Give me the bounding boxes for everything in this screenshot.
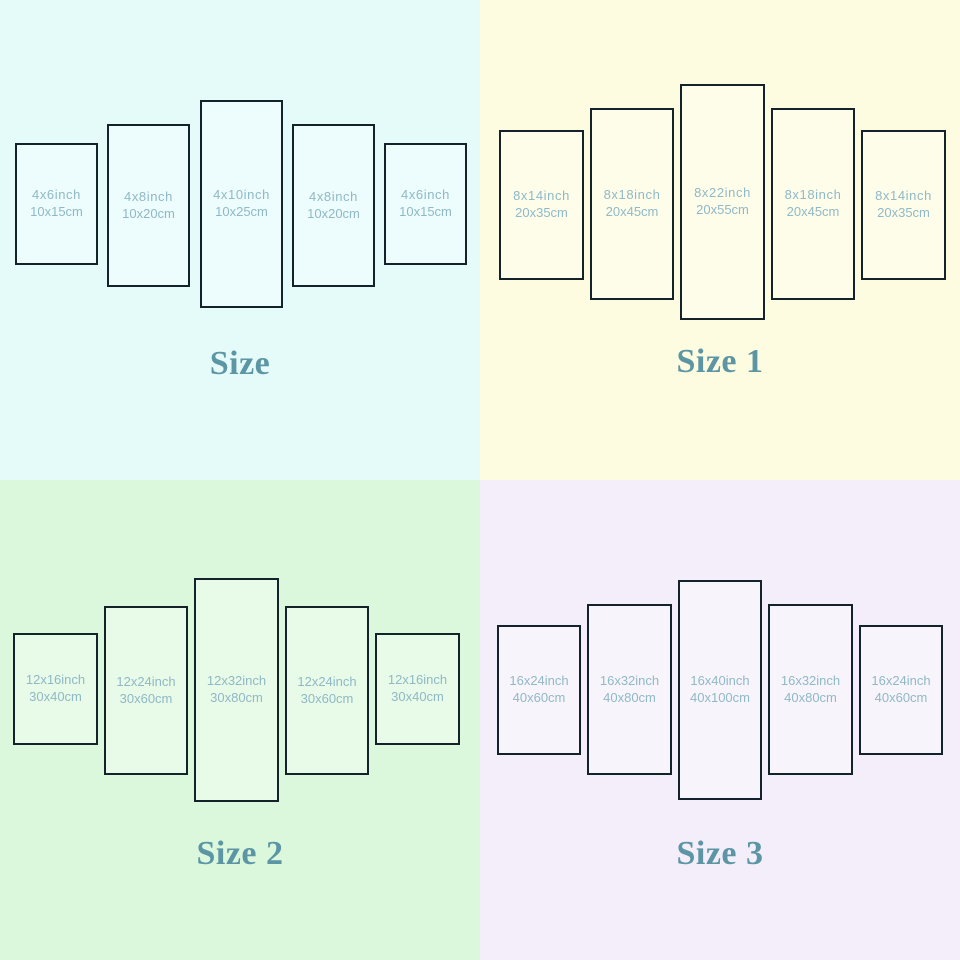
panel-size-cm: 10x25cm [215, 204, 268, 219]
panel-size-cm: 30x60cm [119, 690, 173, 706]
panel-size-cm: 30x60cm [300, 690, 354, 706]
panel-size-cm: 40x60cm [512, 690, 566, 705]
panel-size-cm: 20x45cm [786, 204, 840, 219]
panel-size-inch: 4x6inch [400, 187, 450, 203]
panel-size-inch: 12x24inch [297, 673, 357, 689]
panel-size-inch: 12x24inch [116, 673, 176, 689]
panel-size-cm: 10x15cm [30, 204, 83, 219]
panel-size-inch: 16x32inch [780, 672, 841, 688]
panel-size-cm: 30x40cm [391, 689, 444, 704]
panel-size-cm: 20x45cm [605, 204, 659, 219]
panel-size-cm: 20x35cm [515, 205, 568, 220]
panel-size-cm: 40x60cm [874, 690, 928, 705]
panel-size-inch: 8x22inch [694, 185, 751, 201]
panel-size-inch: 16x32inch [599, 672, 660, 688]
quadrant-title-size3: Size 3 [676, 835, 764, 872]
panel-size-cm: 30x40cm [29, 689, 82, 704]
panel-size-inch: 8x18inch [784, 187, 842, 203]
panel-size-inch: 12x32inch [206, 673, 267, 689]
panel-size-inch: 16x24inch [509, 673, 569, 689]
panel-size-cm: 10x20cm [122, 205, 175, 221]
panel-size-inch: 4x6inch [31, 187, 81, 203]
panel-size-cm: 20x55cm [696, 202, 749, 217]
panel-size-inch: 8x14inch [513, 188, 570, 204]
panel-size-cm: 10x15cm [399, 204, 452, 219]
quadrant-title-size1: Size 1 [676, 343, 764, 380]
panel-size-cm: 40x80cm [603, 689, 656, 705]
panel-size-cm: 20x35cm [877, 205, 930, 220]
panel-size-inch: 8x14inch [875, 188, 932, 204]
panel-size-inch: 12x16inch [387, 672, 448, 688]
panel-size-inch: 4x8inch [308, 188, 358, 204]
panel-size-inch: 16x40inch [690, 673, 750, 689]
panel-size-cm: 40x80cm [784, 689, 837, 705]
panel-size-inch: 12x16inch [25, 672, 86, 688]
panel-size-cm: 40x100cm [690, 690, 750, 705]
panel-size-cm: 10x20cm [307, 205, 360, 221]
quadrant-title-size2: Size 2 [196, 835, 284, 872]
quadrant-title-size: Size [209, 345, 271, 382]
panel-size-cm: 30x80cm [210, 690, 263, 705]
panel-size-inch: 4x10inch [213, 187, 270, 203]
panel-size-inch: 16x24inch [871, 673, 931, 689]
panel-size-inch: 8x18inch [603, 187, 661, 203]
panel-size-inch: 4x8inch [123, 188, 173, 204]
